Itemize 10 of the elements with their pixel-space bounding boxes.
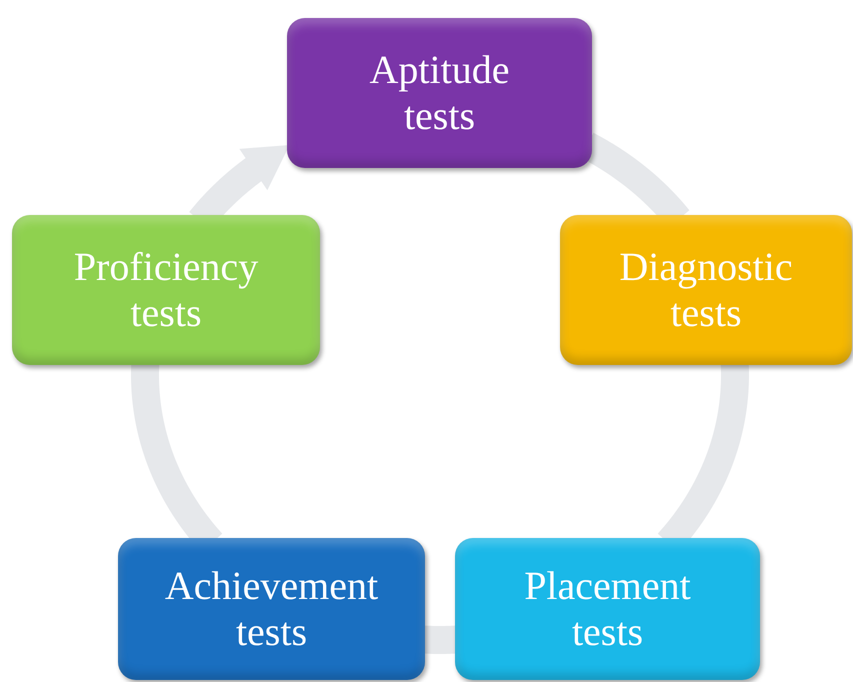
process-box — [118, 538, 425, 680]
process-box — [287, 18, 592, 168]
node-text: Achievement tests — [164, 563, 379, 655]
process-box — [455, 538, 760, 680]
node-text: Proficiency tests — [72, 244, 260, 336]
process-box — [12, 215, 320, 365]
node-text: Aptitude tests — [368, 47, 510, 139]
node-text: Placement tests — [523, 563, 692, 655]
node-text: Diagnostic tests — [618, 244, 794, 336]
process-box — [560, 215, 852, 365]
